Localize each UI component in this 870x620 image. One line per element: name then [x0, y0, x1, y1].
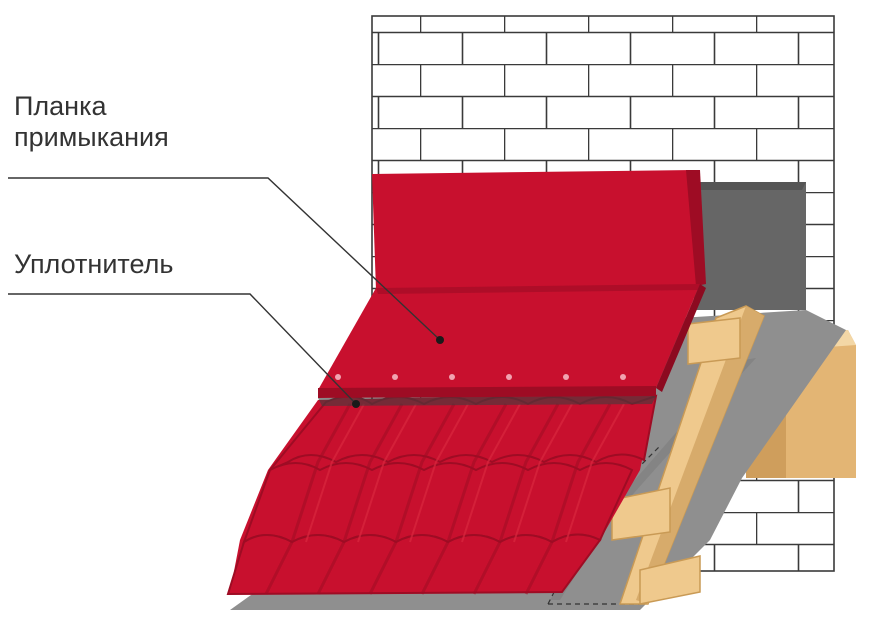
- sealant-strip: [318, 396, 656, 406]
- metal-tile-roof: [226, 392, 658, 596]
- leader-line-flashing: [8, 177, 441, 341]
- flashing-label-line1: Планка: [14, 91, 107, 121]
- flashing-label-line2: примыкания: [14, 122, 169, 152]
- flashing-label: Планка примыкания: [14, 91, 274, 153]
- leader-line-sealant: [8, 293, 357, 405]
- wooden-batten-short-upper: [687, 317, 741, 365]
- adjoining-flashing-strip: [318, 170, 706, 398]
- wooden-batten-short-lower: [611, 487, 671, 541]
- gray-chimney-block: [694, 182, 806, 310]
- sealant-label: Уплотнитель: [14, 249, 174, 279]
